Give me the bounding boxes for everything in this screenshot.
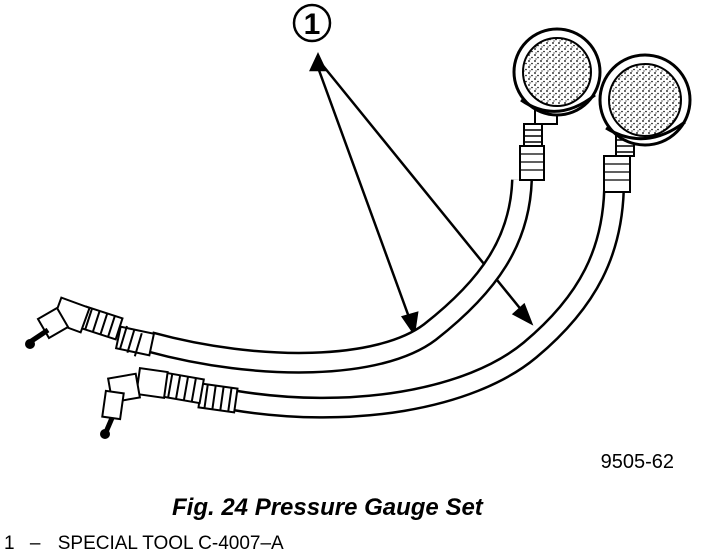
pressure-gauge-set-illustration: 1: [25, 3, 692, 473]
pressure-gauge-icon: [512, 27, 602, 181]
hose-icon: [147, 179, 533, 374]
pressure-gauge-icon: [598, 53, 692, 193]
legend-item-separator: –: [29, 533, 41, 554]
callout-number: 1: [304, 8, 321, 41]
legend-item-number: 1: [4, 533, 15, 554]
hose-fitting-icon: [100, 367, 239, 439]
hose-icon: [230, 189, 625, 419]
legend-item: 1 – SPECIAL TOOL C-4007–A: [4, 533, 284, 555]
hose-fitting-icon: [25, 296, 156, 357]
figure-caption: Fig. 24 Pressure Gauge Set: [172, 494, 483, 521]
callout-circle-icon: 1: [292, 3, 332, 43]
callout-leader-arrows: [309, 52, 534, 337]
legend-item-text: SPECIAL TOOL C-4007–A: [57, 533, 284, 554]
legend: 1 – SPECIAL TOOL C-4007–A: [4, 533, 284, 555]
drawing-code: 9505-62: [601, 451, 674, 473]
